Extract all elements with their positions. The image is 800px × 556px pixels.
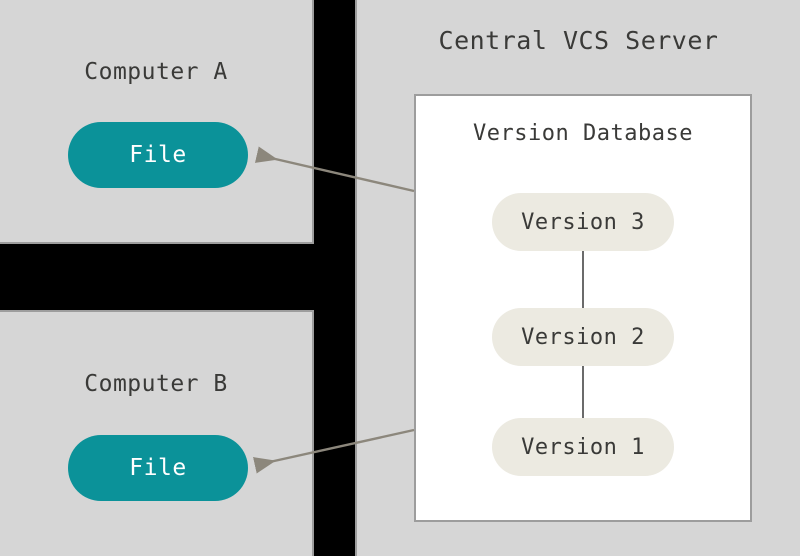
version-node-3[interactable]: Version 3	[492, 193, 674, 251]
panel-computer-b: Computer B File	[0, 310, 314, 556]
panel-computer-a: Computer A File	[0, 0, 314, 244]
panel-central-vcs-server: Central VCS Server Version Database Vers…	[355, 0, 800, 556]
panel-computer-b-title: Computer B	[84, 371, 228, 397]
file-node-computer-b-label: File	[129, 455, 187, 481]
version-node-2-label: Version 2	[521, 324, 645, 350]
version-database-box: Version Database Version 3 Version 2 Ver…	[414, 94, 752, 522]
version-node-1-label: Version 1	[521, 434, 645, 460]
file-node-computer-a[interactable]: File	[68, 122, 248, 188]
version-node-2[interactable]: Version 2	[492, 308, 674, 366]
version-node-3-label: Version 3	[521, 209, 645, 235]
panel-central-vcs-server-title: Central VCS Server	[438, 26, 719, 55]
file-node-computer-a-label: File	[129, 142, 187, 168]
version-link-2-to-1	[582, 366, 584, 418]
version-node-1[interactable]: Version 1	[492, 418, 674, 476]
version-database-title: Version Database	[473, 121, 693, 146]
file-node-computer-b[interactable]: File	[68, 435, 248, 501]
version-link-3-to-2	[582, 251, 584, 308]
panel-computer-a-title: Computer A	[84, 59, 228, 85]
